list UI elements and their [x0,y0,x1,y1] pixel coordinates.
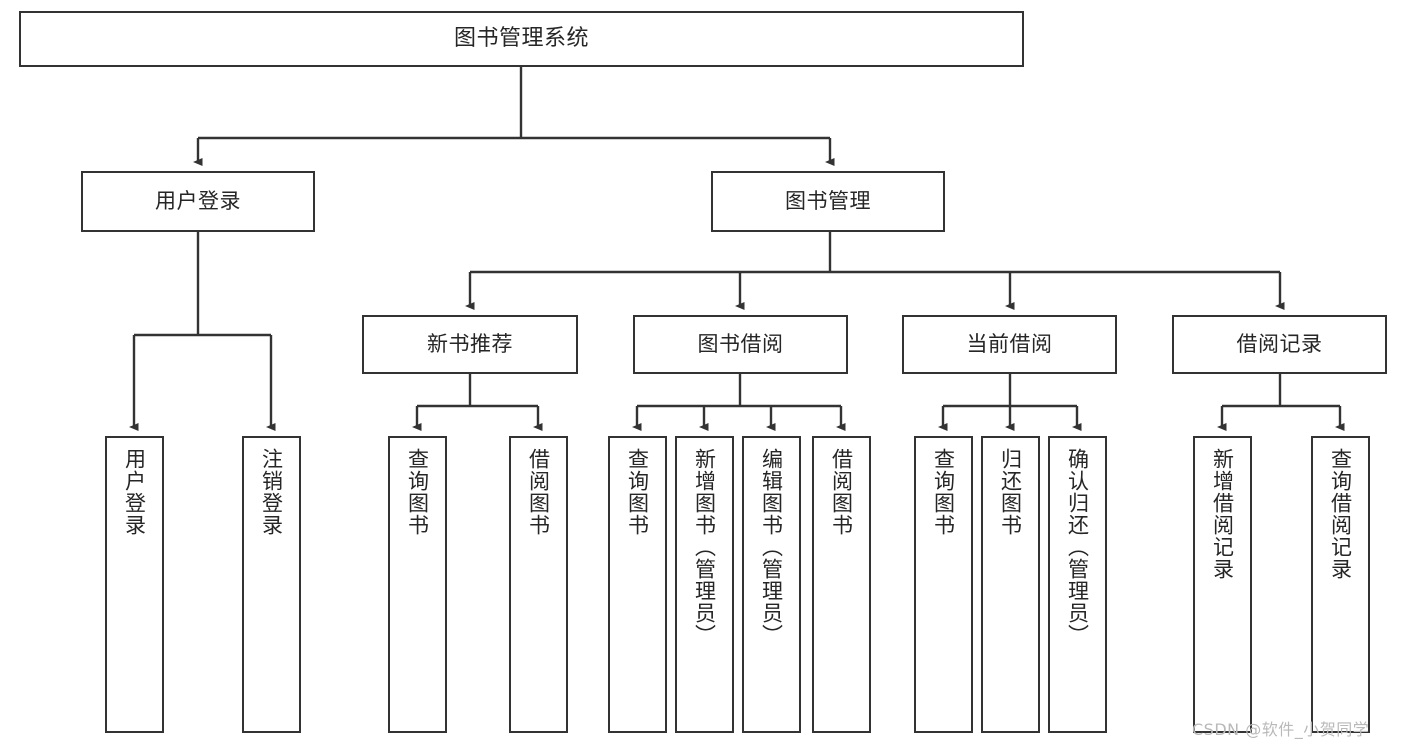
leaf-borrow-query-book[interactable]: 查询图书 [608,436,667,733]
node-label: 图书管理 [785,188,871,213]
node-label: 用户登录 [122,448,147,536]
node-label: 新增图书（管理员） [692,448,717,646]
node-label: 注销登录 [259,448,284,536]
leaf-current-return-book[interactable]: 归还图书 [981,436,1040,733]
node-label: 借阅记录 [1236,331,1323,356]
node-label: 当前借阅 [966,331,1053,356]
node-label: 新增借阅记录 [1210,448,1235,580]
leaf-recommend-query-book[interactable]: 查询图书 [388,436,447,733]
leaf-logout-login[interactable]: 注销登录 [242,436,301,733]
node-label: 查询图书 [405,448,430,536]
leaf-recommend-borrow-book[interactable]: 借阅图书 [509,436,568,733]
leaf-record-add-borrow-record[interactable]: 新增借阅记录 [1193,436,1252,733]
node-new-book-recommend[interactable]: 新书推荐 [362,315,578,374]
leaf-borrow-add-book-admin[interactable]: 新增图书（管理员） [675,436,734,733]
node-book-borrow[interactable]: 图书借阅 [633,315,848,374]
node-label: 借阅图书 [829,448,854,536]
node-user-login-module[interactable]: 用户登录 [81,171,315,232]
node-current-borrow[interactable]: 当前借阅 [902,315,1117,374]
csdn-watermark: CSDN @软件_小贺同学 [1192,720,1370,739]
node-book-management-module[interactable]: 图书管理 [711,171,945,232]
node-label: 用户登录 [155,188,241,213]
node-label: 图书管理系统 [453,25,589,51]
node-borrow-record[interactable]: 借阅记录 [1172,315,1387,374]
leaf-borrow-borrow-book[interactable]: 借阅图书 [812,436,871,733]
node-label: 编辑图书（管理员） [759,448,784,646]
leaf-current-confirm-return-admin[interactable]: 确认归还（管理员） [1048,436,1107,733]
leaf-borrow-edit-book-admin[interactable]: 编辑图书（管理员） [742,436,801,733]
leaf-record-query-borrow-record[interactable]: 查询借阅记录 [1311,436,1370,733]
node-root-system[interactable]: 图书管理系统 [19,11,1024,67]
node-label: 查询图书 [931,448,956,536]
node-label: 查询借阅记录 [1328,448,1353,580]
node-label: 图书借阅 [697,331,784,356]
node-label: 归还图书 [998,448,1023,536]
node-label: 确认归还（管理员） [1065,448,1090,646]
node-label: 借阅图书 [526,448,551,536]
node-label: 查询图书 [625,448,650,536]
leaf-user-login[interactable]: 用户登录 [105,436,164,733]
node-label: 新书推荐 [427,331,513,356]
leaf-current-query-book[interactable]: 查询图书 [914,436,973,733]
